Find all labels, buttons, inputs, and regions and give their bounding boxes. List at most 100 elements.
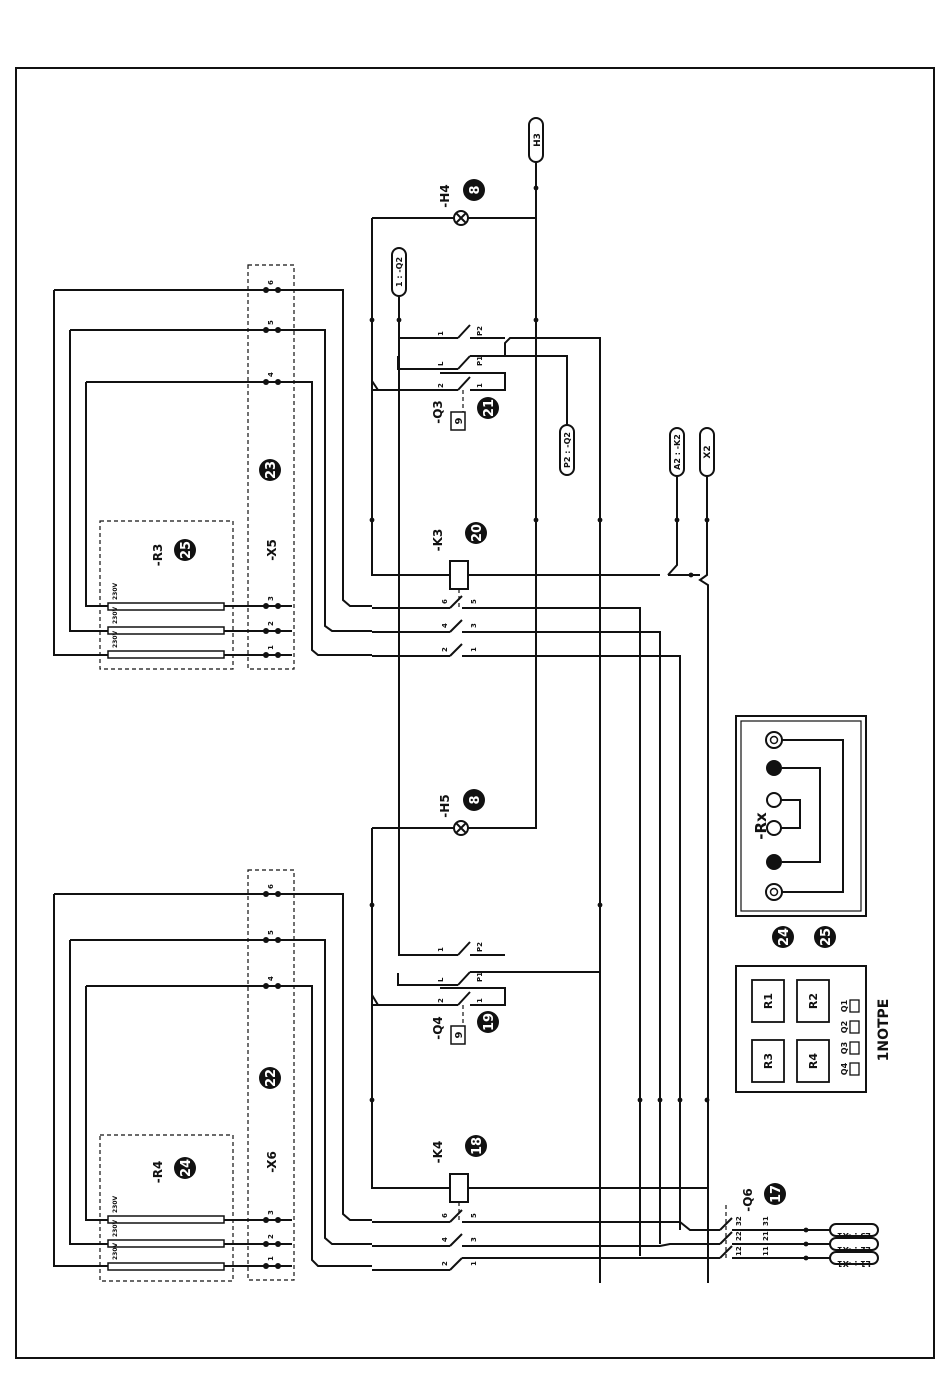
coil-k4	[449, 1173, 469, 1203]
svg-text:3: 3	[470, 1237, 478, 1242]
svg-text:2: 2	[437, 998, 445, 1003]
svg-text:230V: 230V	[112, 1242, 119, 1260]
rx-panel: -Rx	[735, 715, 867, 917]
upper-circuit: H3 -H4 8 1 : -Q2 1 P2 L	[53, 117, 715, 1283]
badge-x6: 22	[259, 1067, 281, 1089]
svg-text:2: 2	[267, 621, 275, 626]
svg-text:9: 9	[454, 1031, 465, 1038]
connector-h3: H3	[528, 117, 544, 163]
switch-q4: 1 P2 L P1 2 1 9	[371, 941, 600, 1045]
svg-text:4: 4	[267, 372, 275, 377]
svg-text:230V: 230V	[112, 606, 119, 624]
panel-r1: R1	[762, 993, 775, 1009]
svg-text:Q1: Q1	[840, 999, 849, 1012]
svg-text:8: 8	[468, 185, 483, 194]
svg-text:4: 4	[441, 623, 449, 628]
svg-text:X2: X2	[703, 445, 713, 458]
svg-text:1 : -Q2: 1 : -Q2	[395, 257, 404, 287]
svg-text:22: 22	[264, 1069, 279, 1087]
contactor-k3-poles: 6 5 4 3 2 1	[372, 595, 681, 1256]
front-panel: R1 R2 R3 R4 Q1 Q2 Q3 Q4	[735, 965, 867, 1093]
svg-text:5: 5	[470, 599, 478, 604]
label-x5: -X5	[265, 539, 279, 561]
svg-text:6: 6	[441, 599, 449, 604]
badge-panel-a: 24	[772, 926, 794, 948]
svg-text:P1: P1	[476, 972, 484, 982]
svg-text:2: 2	[437, 383, 445, 388]
svg-text:P2 : -Q2: P2 : -Q2	[563, 432, 572, 468]
svg-text:2: 2	[267, 1234, 275, 1239]
badge-q4: 19	[477, 1011, 499, 1033]
svg-text:11: 11	[762, 1246, 770, 1256]
badge-r3: 25	[174, 539, 196, 561]
label-q6: -Q6	[741, 1188, 755, 1212]
label-h4: -H4	[438, 184, 452, 207]
badge-h5: 8	[463, 789, 485, 811]
panel-r2: R2	[807, 993, 820, 1009]
svg-text:19: 19	[482, 1013, 497, 1031]
badge-k3: 20	[465, 522, 487, 544]
label-k4: -K4	[431, 1141, 445, 1164]
badge-k4: 18	[465, 1135, 487, 1157]
connector-l3: L3 : -X1	[829, 1223, 879, 1240]
terminal-strip-x5	[247, 264, 295, 670]
svg-text:22: 22	[735, 1231, 743, 1241]
svg-text:1: 1	[437, 947, 445, 952]
contactor-k4-poles: 6 5 4 3 2 1	[372, 1209, 830, 1271]
svg-text:230V: 230V	[112, 1219, 119, 1237]
connector-l2: L2 : -X1	[829, 1237, 879, 1254]
svg-text:23: 23	[264, 461, 279, 479]
svg-text:230V: 230V	[112, 1195, 119, 1213]
svg-text:21: 21	[482, 399, 497, 417]
lower-circuit: -H5 8 1 P2 L P1 2 1 9 -Q4 19	[53, 338, 879, 1282]
svg-text:A2 : -K2: A2 : -K2	[673, 434, 682, 470]
svg-text:1: 1	[267, 1256, 275, 1261]
svg-text:L1 : -X1: L1 : -X1	[837, 1259, 871, 1268]
svg-text:1: 1	[470, 1261, 478, 1266]
connector-q2-1: 1 : -Q2	[391, 247, 407, 297]
svg-text:5: 5	[470, 1213, 478, 1218]
svg-text:1: 1	[476, 383, 484, 388]
svg-text:L: L	[437, 361, 445, 366]
svg-text:Q4: Q4	[840, 1062, 849, 1075]
x6-terminals: 6 5 4 3 2 1	[258, 884, 292, 1269]
panel-r4: R4	[807, 1053, 820, 1069]
svg-text:Q3: Q3	[840, 1042, 849, 1054]
coil-k3	[449, 560, 469, 590]
svg-text:3: 3	[267, 1210, 275, 1215]
badge-panel-b: 25	[814, 926, 836, 948]
svg-text:24: 24	[179, 1159, 194, 1177]
svg-text:P1: P1	[476, 356, 484, 366]
svg-text:1: 1	[476, 998, 484, 1003]
svg-text:1: 1	[470, 647, 478, 652]
badge-q3: 21	[477, 397, 499, 419]
page-frame	[15, 67, 935, 1359]
svg-text:Q2: Q2	[840, 1021, 849, 1033]
connector-q2-p2: P2 : -Q2	[559, 424, 575, 476]
svg-text:25: 25	[819, 928, 834, 946]
svg-text:L: L	[437, 977, 445, 982]
svg-text:20: 20	[470, 524, 485, 542]
badge-q6: 17	[764, 1183, 786, 1205]
badge-r4: 24	[174, 1157, 196, 1179]
svg-text:230V: 230V	[112, 582, 119, 600]
front-panel-title: 1NOTPE	[876, 999, 892, 1062]
svg-text:3: 3	[267, 596, 275, 601]
svg-text:3: 3	[470, 623, 478, 628]
label-x6: -X6	[265, 1151, 279, 1173]
lamp-h4	[453, 210, 469, 226]
lamp-h5	[453, 820, 469, 836]
connector-l1: L1 : -X1	[829, 1251, 879, 1268]
svg-text:8: 8	[468, 795, 483, 804]
svg-text:24: 24	[777, 928, 792, 946]
svg-text:P2: P2	[476, 942, 484, 952]
label-rx: -Rx	[752, 812, 770, 840]
badge-x5: 23	[259, 459, 281, 481]
breaker-q6: 32 31 22 21 12 11	[725, 1205, 770, 1258]
svg-text:2: 2	[441, 1261, 449, 1266]
svg-text:25: 25	[179, 541, 194, 559]
connector-x2: X2	[699, 427, 715, 477]
svg-text:17: 17	[769, 1185, 784, 1203]
svg-text:230V: 230V	[112, 630, 119, 648]
